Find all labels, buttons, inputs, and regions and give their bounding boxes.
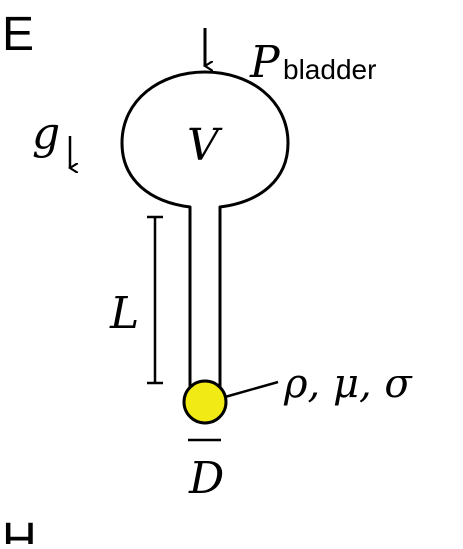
volume-symbol: V bbox=[187, 120, 223, 171]
length-dimension bbox=[147, 215, 163, 385]
droplet-meniscus bbox=[182, 379, 228, 425]
panel-label: E bbox=[2, 8, 34, 61]
gravity-symbol: g bbox=[32, 108, 60, 159]
pressure-subscript: bladder bbox=[283, 54, 376, 85]
properties-leader-line bbox=[224, 380, 279, 399]
length-symbol: L bbox=[109, 288, 139, 339]
diameter-symbol: D bbox=[188, 453, 224, 504]
pressure-symbol: P bbox=[249, 37, 281, 88]
bladder-outline bbox=[120, 70, 290, 392]
fluid-properties-label: ρ, μ, σ bbox=[283, 361, 413, 407]
next-panel-label: H bbox=[2, 514, 37, 544]
